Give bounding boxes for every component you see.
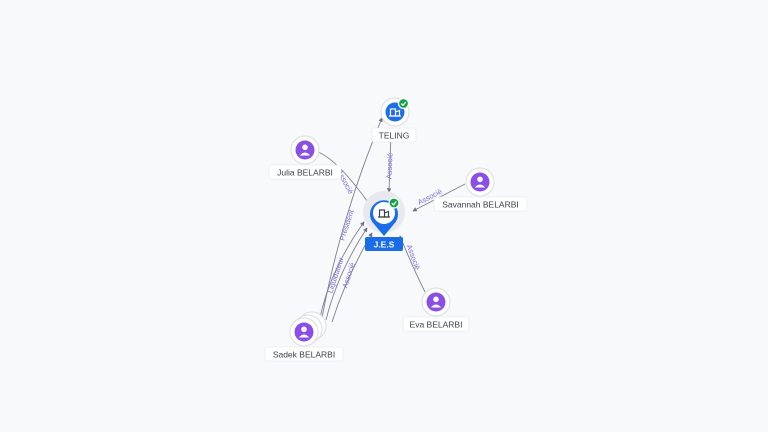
node-label-jes: J.E.S bbox=[374, 240, 395, 250]
building-icon bbox=[389, 108, 401, 117]
edge-sadek-jes-liquidateur[interactable] bbox=[325, 227, 368, 321]
person-icon bbox=[474, 176, 486, 188]
edge-label-sadek-jes-liquidateur: Liquidateur bbox=[326, 256, 346, 295]
check-badge-icon bbox=[388, 197, 400, 209]
node-savannah[interactable]: Savannah BELARBI bbox=[433, 167, 528, 212]
edge-sadek-jes-president[interactable] bbox=[319, 221, 365, 319]
edge-label-teling-jes: Associé bbox=[385, 153, 395, 180]
node-jes[interactable]: J.E.S bbox=[363, 191, 405, 251]
building-icon bbox=[378, 209, 390, 218]
person-icon bbox=[298, 326, 310, 338]
node-label-teling: TELING bbox=[379, 131, 410, 141]
person-icon bbox=[430, 296, 442, 308]
edge-sadek-teling[interactable] bbox=[321, 117, 383, 319]
node-sadek[interactable]: Sadek BELARBI bbox=[264, 311, 344, 362]
edge-label-eva-jes: Associé bbox=[405, 243, 422, 271]
node-label-savannah: Savannah BELARBI bbox=[442, 200, 519, 210]
edge-label-sadek-jes-president: Président bbox=[337, 208, 356, 242]
node-label-eva: Eva BELARBI bbox=[410, 320, 463, 330]
node-eva[interactable]: Eva BELARBI bbox=[402, 287, 470, 332]
node-label-julia: Julia BELARBI bbox=[277, 168, 333, 178]
person-icon bbox=[299, 144, 311, 156]
check-badge-icon bbox=[397, 97, 410, 110]
node-julia[interactable]: Julia BELARBI bbox=[268, 135, 342, 180]
node-label-sadek: Sadek BELARBI bbox=[273, 350, 335, 360]
node-teling[interactable]: TELING bbox=[371, 97, 417, 143]
